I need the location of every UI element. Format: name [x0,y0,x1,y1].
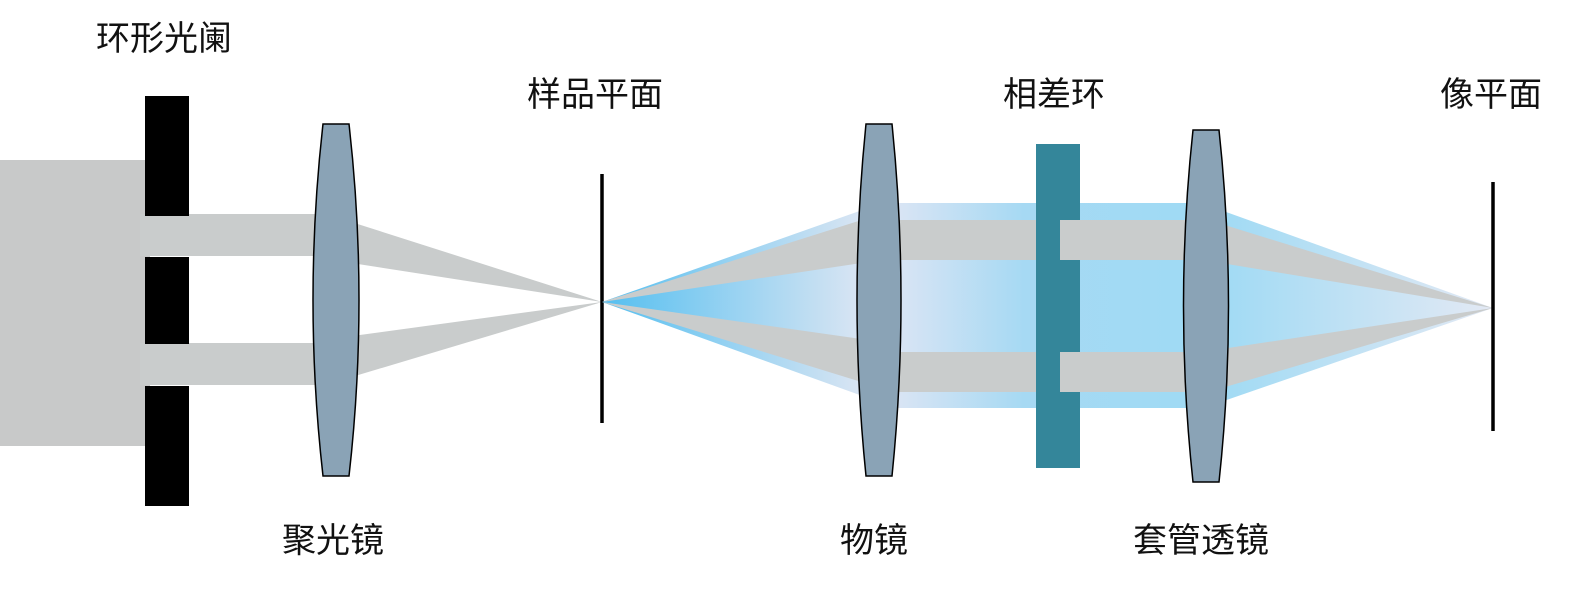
phase-ring [1036,144,1080,468]
surround-beam-converging-bottom [1215,308,1493,390]
surround-beam-parallel-bottom-left [880,352,1050,392]
tube-lens [1182,129,1230,483]
surround-beam-parallel-bottom-right [1060,352,1200,392]
label-phase-ring: 相差环 [1003,75,1105,115]
surround-beam-parallel-top-right [1060,220,1200,260]
annular-beam-bottom [140,343,340,385]
condenser-lens [312,123,360,477]
label-sample-plane: 样品平面 [527,75,663,115]
annular-diaphragm-bottom [145,386,189,506]
label-tube-lens: 套管透镜 [1133,521,1269,561]
objective-lens [856,123,902,477]
label-annular-diaphragm: 环形光阑 [96,19,232,59]
surround-beam-diverging-bottom [602,302,868,384]
annular-diaphragm-top [145,96,189,216]
surround-beam-parallel-top-left [880,220,1050,260]
label-objective: 物镜 [840,521,908,561]
condenser-converging-beam-top [345,220,602,302]
annular-diaphragm-middle [145,257,189,344]
label-condenser: 聚光镜 [282,521,384,561]
label-image-plane: 像平面 [1440,75,1542,115]
surround-beam-converging-top [1215,222,1493,308]
condenser-converging-beam-bottom [345,302,602,379]
surround-beam-diverging-top [602,218,868,302]
annular-beam-top [140,214,340,256]
illumination-block [0,160,150,446]
